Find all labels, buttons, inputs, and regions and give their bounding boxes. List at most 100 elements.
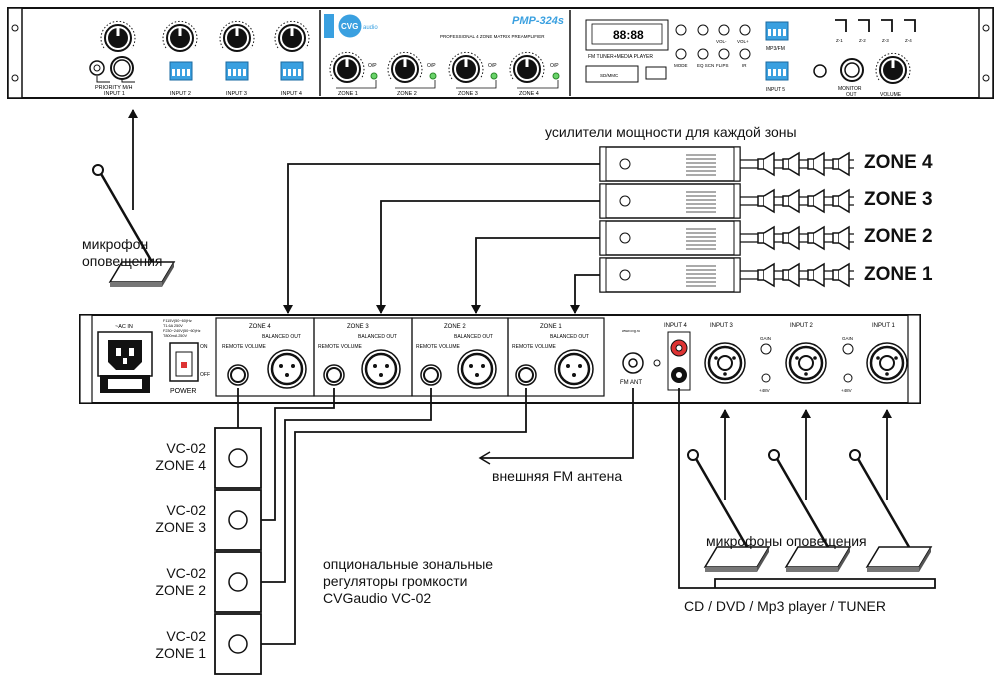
zone-select-switches[interactable] xyxy=(835,19,916,32)
zone-op-leds xyxy=(370,72,560,80)
display-digits: 88:88 xyxy=(613,28,644,42)
vc-zone: ZONE 3 xyxy=(155,519,206,535)
bottom-mics-label: микрофоны оповещения xyxy=(706,533,867,549)
rear-input-label-2: INPUT 2 xyxy=(790,323,814,329)
vc-zone: ZONE 1 xyxy=(155,645,206,661)
front-zone-label-1: ZONE 1 xyxy=(338,91,358,97)
balanced-out-label-3: BALANCED OUT xyxy=(358,334,397,340)
combo-input-icon[interactable] xyxy=(703,341,909,385)
mp3fm-dip-switch-icon[interactable] xyxy=(765,21,789,41)
front-zone-label-4: ZONE 4 xyxy=(519,91,539,97)
rear-zone-label-3: ZONE 3 xyxy=(347,324,369,330)
amp-zone1 xyxy=(599,257,741,293)
gain-label-3: GAIN xyxy=(760,336,771,341)
model-subtitle: PROFESSIONAL 4 ZONE MATRIX PREAMPLIFIER xyxy=(440,34,545,39)
front-input-label-3: INPUT 3 xyxy=(226,91,247,97)
brand-name: CVG xyxy=(341,22,358,31)
speaker-icon xyxy=(757,152,850,287)
bottom-microphone-icon xyxy=(848,448,933,574)
gain-trim-icon[interactable] xyxy=(760,343,854,383)
balanced-out-labels: BALANCED OUT BALANCED OUT BALANCED OUT B… xyxy=(262,334,589,340)
input5-dip-switch-icon[interactable] xyxy=(765,61,789,81)
off-label: OFF xyxy=(200,372,210,378)
op-label-2: O/P xyxy=(427,63,436,69)
player-label: FM TUNER+MEDIA PLAYER xyxy=(588,54,653,60)
power-label: POWER xyxy=(170,388,196,395)
voltage-line-2: T1.6A 250V xyxy=(163,324,183,328)
input4-label: INPUT 4 xyxy=(664,323,688,329)
balanced-out-label-2: BALANCED OUT xyxy=(454,334,493,340)
remote-volume-label-2: REMOTE VOLUME xyxy=(416,344,461,350)
cd-player-label: CD / DVD / Mp3 player / TUNER xyxy=(684,598,887,614)
balanced-out-label-4: BALANCED OUT xyxy=(262,334,301,340)
fm-antenna-label: внешняя FM антена xyxy=(492,468,623,484)
vc-model: VC-02 xyxy=(166,440,206,456)
bottom-microphone-icon xyxy=(767,448,852,574)
player-btn-eq: EQ SCN xyxy=(697,63,714,68)
amp-zone-label-4: ZONE 4 xyxy=(864,152,933,173)
power-amplifiers xyxy=(599,146,741,293)
amp-zone-label-3: ZONE 3 xyxy=(864,189,933,210)
optional-controllers-label: опциональные зональные регуляторы громко… xyxy=(323,556,494,606)
switch-label-1: Z-1 xyxy=(836,38,843,43)
input5-jack-icon[interactable] xyxy=(813,64,827,78)
front-input-label-2: INPUT 2 xyxy=(170,91,191,97)
vc-unit-zone1: VC-02 ZONE 1 xyxy=(140,628,206,662)
player-btn-volup: VOL+ xyxy=(737,39,749,44)
fm-antenna-cable xyxy=(480,388,634,459)
voltage-line-1: F115V(50~60)Hz xyxy=(163,319,192,323)
remote-volume-label-1: REMOTE VOLUME xyxy=(512,344,557,350)
remote-volume-jack-icon[interactable] xyxy=(227,364,537,386)
player-btn-flips: FLIPS xyxy=(716,63,729,68)
front-input-label-1: INPUT 1 xyxy=(104,91,125,97)
power-switch-icon[interactable] xyxy=(169,342,199,382)
out-label: OUT xyxy=(846,92,857,98)
front-panel: PRIORITY M/H INPUT 1 INPUT 2 INPUT 3 INP… xyxy=(7,7,994,99)
remote-volume-label-3: REMOTE VOLUME xyxy=(318,344,363,350)
remote-volume-label-4: REMOTE VOLUME xyxy=(222,344,267,350)
vc-unit-zone2: VC-02 ZONE 2 xyxy=(140,565,206,599)
priority-label: PRIORITY M/H xyxy=(95,85,133,91)
media-display xyxy=(591,23,663,45)
input3-dip-switch-icon[interactable] xyxy=(225,61,249,81)
balanced-out-label-1: BALANCED OUT xyxy=(550,334,589,340)
rear-input-label-1: INPUT 1 xyxy=(872,323,896,329)
fm-ant-label: FM ANT xyxy=(620,380,642,386)
model-name: PMP-324s xyxy=(512,15,564,27)
vc-unit-zone4: VC-02 ZONE 4 xyxy=(140,440,206,474)
speaker-lines xyxy=(740,159,854,280)
front-input-label-4: INPUT 4 xyxy=(281,91,302,97)
brand-sub: audio xyxy=(363,25,378,31)
input5-label: INPUT 5 xyxy=(766,87,785,93)
usb-port-icon[interactable] xyxy=(645,66,667,80)
switch-label-2: Z-2 xyxy=(859,38,866,43)
monitor-label: MONITOR xyxy=(838,86,862,92)
vc02-units xyxy=(214,427,262,675)
player-buttons[interactable] xyxy=(675,24,751,60)
brand-logo-icon xyxy=(324,14,334,38)
volume-label: VOLUME xyxy=(880,92,902,98)
on-label: ON xyxy=(200,344,208,350)
balanced-out-connections xyxy=(283,163,600,314)
website-label: www.cvg.ru xyxy=(622,329,640,333)
input4-dip-switch-icon[interactable] xyxy=(280,61,304,81)
amp-zone-label-2: ZONE 2 xyxy=(864,226,933,247)
gain-label-2: GAIN xyxy=(842,336,853,341)
rear-panel: ON OFF POWER ~AC IN F115V(50~60)Hz T1.6A… xyxy=(79,314,921,404)
bottom-microphone-icon xyxy=(686,448,771,574)
ac-in-label: ~AC IN xyxy=(115,324,133,330)
input2-dip-switch-icon[interactable] xyxy=(169,61,193,81)
amp-zone3 xyxy=(599,183,741,219)
front-zone-label-2: ZONE 2 xyxy=(397,91,417,97)
amp-zone-label-1: ZONE 1 xyxy=(864,264,933,285)
switch-label-4: Z-4 xyxy=(905,38,912,43)
op-label-4: O/P xyxy=(550,63,559,69)
player-btn-voldown: VOL- xyxy=(716,39,727,44)
voltage-line-3: F230~240V(50~60)Hz xyxy=(163,329,201,333)
op-label-3: O/P xyxy=(488,63,497,69)
rear-zone-label-1: ZONE 1 xyxy=(540,324,562,330)
player-btn-ir: IR xyxy=(742,63,747,68)
sd-card-slot[interactable] xyxy=(585,65,639,83)
top-mic-label: микрофон оповещения xyxy=(82,236,163,269)
